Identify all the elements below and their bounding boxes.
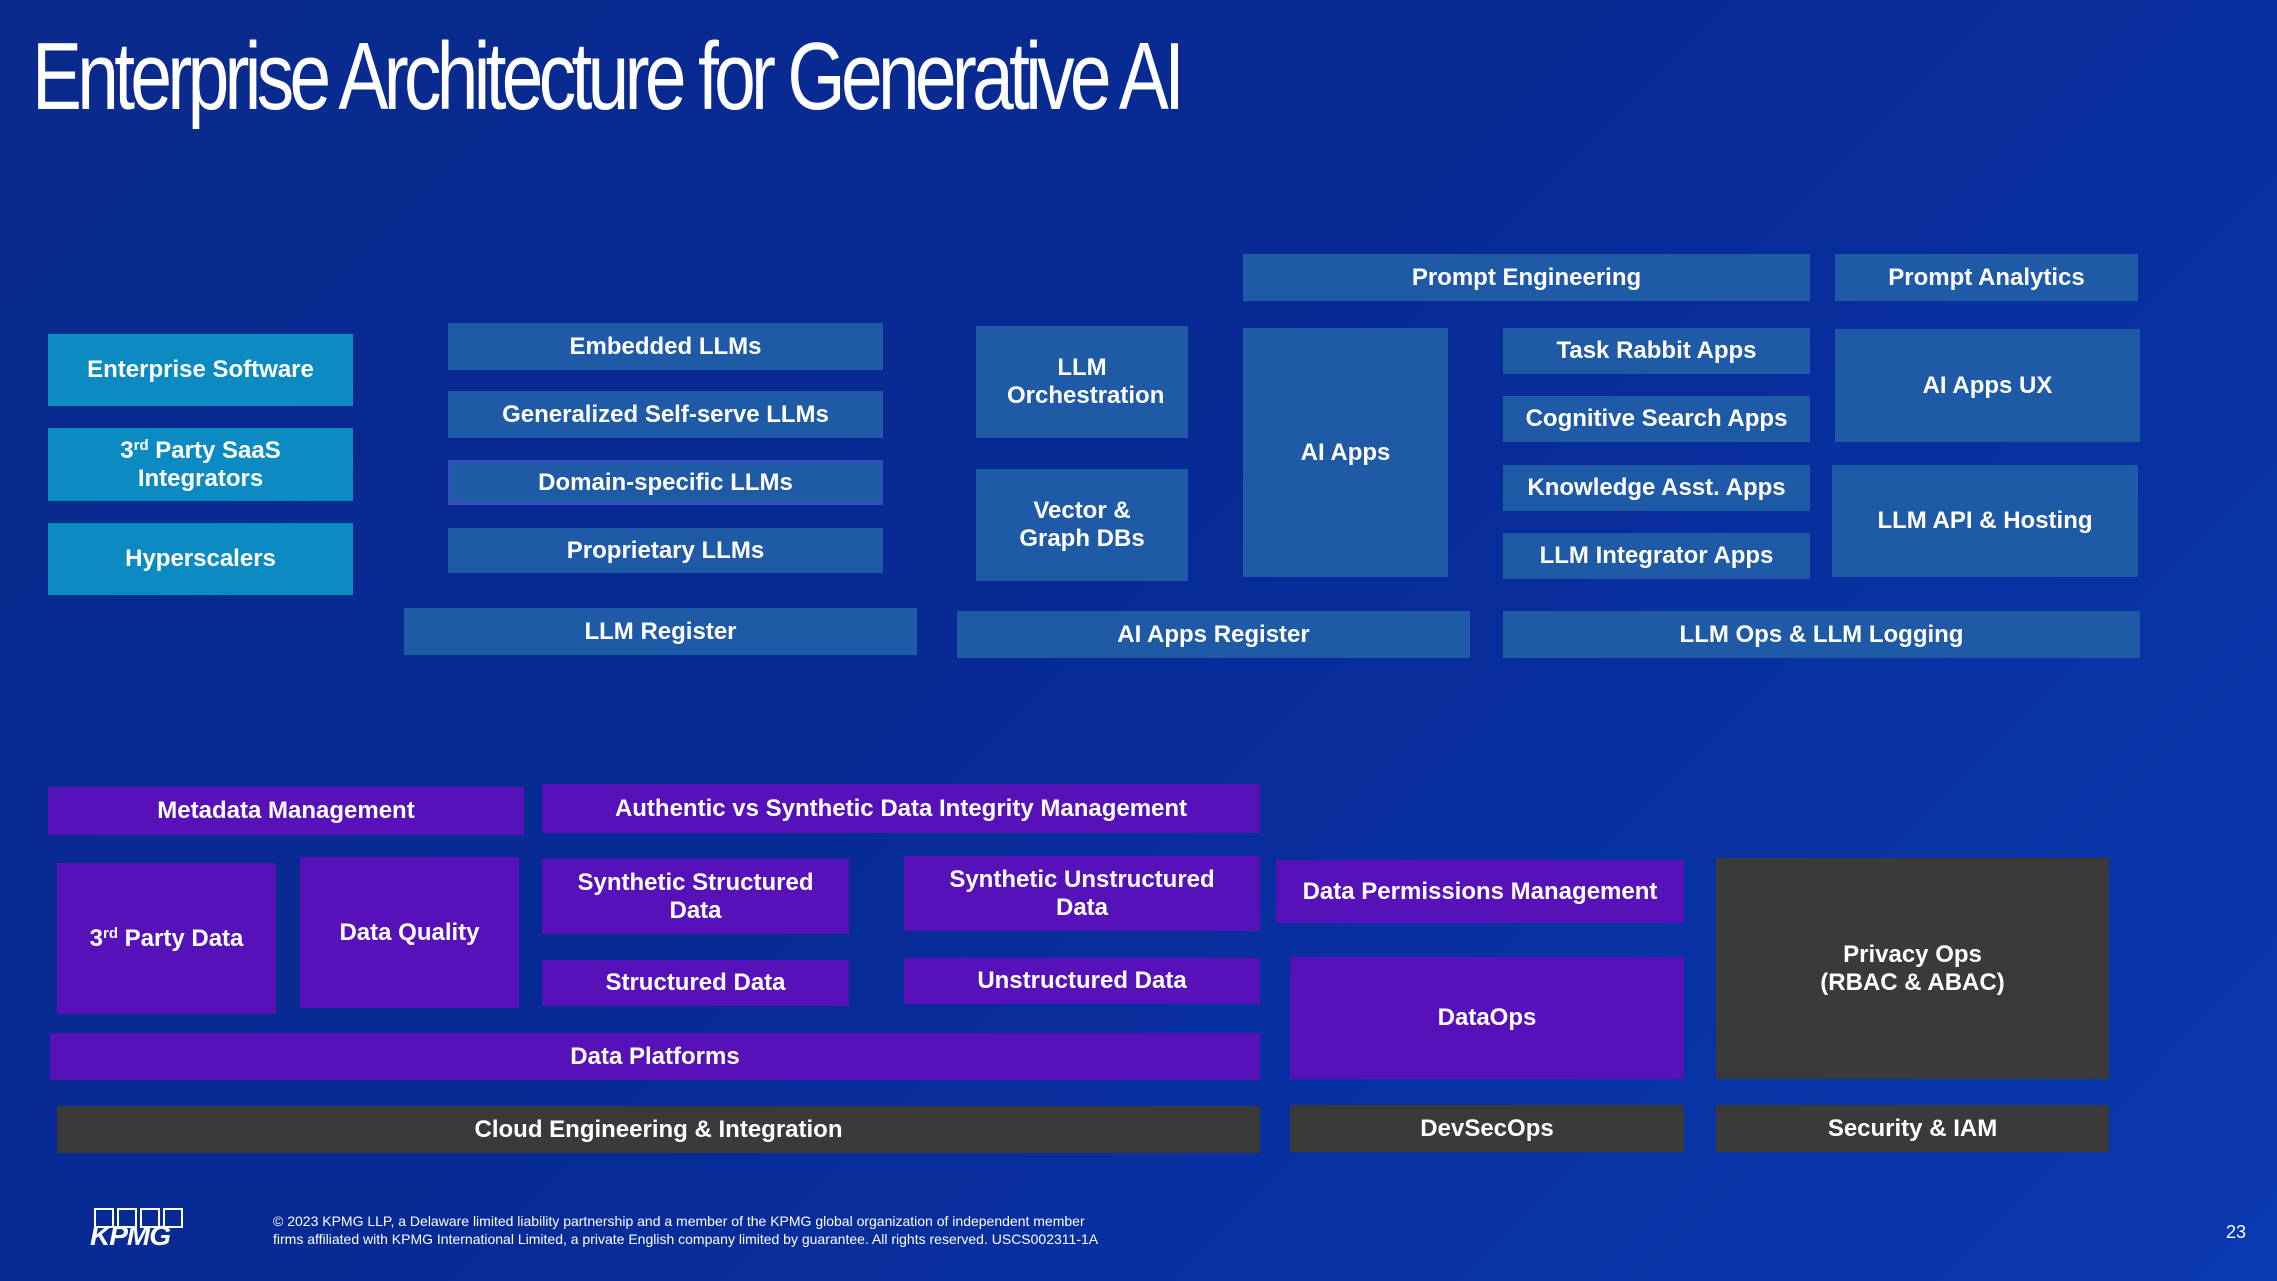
page-title: Enterprise Architecture for Generative A… — [32, 23, 1185, 130]
generalized-llms-box: Generalized Self-serve LLMs — [448, 391, 883, 438]
security-iam-box: Security & IAM — [1716, 1105, 2109, 1152]
structured-data-box: Structured Data — [542, 960, 849, 1006]
domain-llms-label: Domain-specific LLMs — [538, 468, 793, 496]
hyperscalers-box: Hyperscalers — [48, 523, 353, 595]
synthetic-unstructured-box: Synthetic Unstructured Data — [904, 856, 1260, 931]
llm-integrator-apps-box: LLM Integrator Apps — [1503, 533, 1810, 579]
saas-integrators-box: 3rd Party SaaS Integrators — [48, 428, 353, 501]
task-rabbit-apps-label: Task Rabbit Apps — [1556, 337, 1757, 364]
ai-apps-register-box: AI Apps Register — [957, 611, 1470, 658]
task-rabbit-apps-box: Task Rabbit Apps — [1503, 328, 1810, 374]
prompt-engineering-box: Prompt Engineering — [1243, 254, 1810, 301]
devsecops-label: DevSecOps — [1420, 1114, 1554, 1142]
data-permissions-box: Data Permissions Management — [1276, 860, 1684, 923]
prompt-analytics-box: Prompt Analytics — [1835, 254, 2138, 301]
cloud-engineering-label: Cloud Engineering & Integration — [474, 1115, 843, 1143]
llm-ops-logging-box: LLM Ops & LLM Logging — [1503, 611, 2140, 658]
privacy-ops-label: Privacy Ops — [1843, 940, 1982, 968]
data-platforms-label: Data Platforms — [570, 1042, 740, 1070]
vector-graph-label: Vector & Graph DBs — [1019, 497, 1145, 552]
llm-api-hosting-box: LLM API & Hosting — [1832, 465, 2138, 577]
data-platforms-box: Data Platforms — [50, 1033, 1260, 1080]
cognitive-search-apps-label: Cognitive Search Apps — [1525, 405, 1788, 432]
llm-api-hosting-label: LLM API & Hosting — [1877, 507, 2093, 534]
cloud-engineering-box: Cloud Engineering & Integration — [57, 1106, 1260, 1153]
privacy-ops-sublabel: (RBAC & ABAC) — [1820, 968, 2005, 996]
domain-llms-box: Domain-specific LLMs — [448, 460, 883, 505]
llm-orchestration-box: LLM Orchestration — [976, 326, 1188, 438]
saas-integrators-label: 3rd Party SaaS Integrators — [120, 436, 281, 492]
ai-apps-label: AI Apps — [1300, 438, 1391, 466]
llm-ops-logging-label: LLM Ops & LLM Logging — [1679, 620, 1964, 648]
data-quality-box: Data Quality — [300, 857, 519, 1008]
metadata-management-box: Metadata Management — [48, 787, 524, 835]
data-integrity-label: Authentic vs Synthetic Data Integrity Ma… — [614, 794, 1188, 822]
synthetic-structured-label: Synthetic Structured Data — [577, 868, 814, 924]
ai-apps-register-label: AI Apps Register — [1117, 620, 1310, 648]
prompt-analytics-label: Prompt Analytics — [1888, 263, 2085, 291]
devsecops-box: DevSecOps — [1290, 1105, 1684, 1152]
metadata-management-label: Metadata Management — [157, 797, 415, 824]
synthetic-structured-box: Synthetic Structured Data — [542, 859, 849, 934]
enterprise-software-label: Enterprise Software — [87, 356, 314, 383]
vector-graph-box: Vector & Graph DBs — [976, 469, 1188, 581]
unstructured-data-box: Unstructured Data — [904, 958, 1260, 1004]
page-number: 23 — [2226, 1222, 2247, 1242]
copyright-line-2: firms affiliated with KPMG International… — [273, 1231, 1099, 1247]
unstructured-data-label: Unstructured Data — [977, 967, 1187, 994]
cognitive-search-apps-box: Cognitive Search Apps — [1503, 396, 1810, 442]
dataops-box: DataOps — [1290, 957, 1684, 1079]
kpmg-logo-text: KPMG — [90, 1220, 171, 1251]
proprietary-llms-box: Proprietary LLMs — [448, 528, 883, 573]
llm-register-box: LLM Register — [404, 608, 917, 655]
ai-apps-box: AI Apps — [1243, 328, 1448, 577]
security-iam-label: Security & IAM — [1827, 1114, 1998, 1142]
data-permissions-label: Data Permissions Management — [1302, 877, 1658, 905]
prompt-engineering-label: Prompt Engineering — [1411, 263, 1642, 291]
kpmg-logo: KPMG — [88, 1208, 188, 1251]
hyperscalers-label: Hyperscalers — [125, 545, 276, 572]
third-party-data-box: 3rd Party Data — [57, 863, 276, 1014]
knowledge-asst-apps-label: Knowledge Asst. Apps — [1527, 474, 1786, 501]
llm-register-label: LLM Register — [584, 617, 737, 645]
dataops-label: DataOps — [1437, 1004, 1537, 1031]
copyright-text: © 2023 KPMG LLP, a Delaware limited liab… — [273, 1212, 1173, 1248]
ai-apps-ux-label: AI Apps UX — [1922, 371, 2053, 399]
llm-integrator-apps-label: LLM Integrator Apps — [1539, 542, 1774, 569]
llm-orchestration-label: LLM Orchestration — [1007, 354, 1165, 409]
generalized-llms-label: Generalized Self-serve LLMs — [502, 400, 829, 428]
embedded-llms-label: Embedded LLMs — [569, 332, 762, 360]
embedded-llms-box: Embedded LLMs — [448, 323, 883, 370]
third-party-data-label: 3rd Party Data — [89, 924, 244, 952]
privacy-ops-box: Privacy Ops (RBAC & ABAC) — [1716, 858, 2109, 1079]
structured-data-label: Structured Data — [605, 969, 786, 996]
ai-apps-ux-box: AI Apps UX — [1835, 329, 2140, 442]
knowledge-asst-apps-box: Knowledge Asst. Apps — [1503, 465, 1810, 511]
data-integrity-box: Authentic vs Synthetic Data Integrity Ma… — [542, 784, 1260, 833]
proprietary-llms-label: Proprietary LLMs — [566, 536, 765, 564]
enterprise-software-box: Enterprise Software — [48, 334, 353, 406]
synthetic-unstructured-label: Synthetic Unstructured Data — [949, 865, 1215, 921]
data-quality-label: Data Quality — [339, 918, 480, 946]
copyright-line-1: © 2023 KPMG LLP, a Delaware limited liab… — [273, 1213, 1085, 1229]
